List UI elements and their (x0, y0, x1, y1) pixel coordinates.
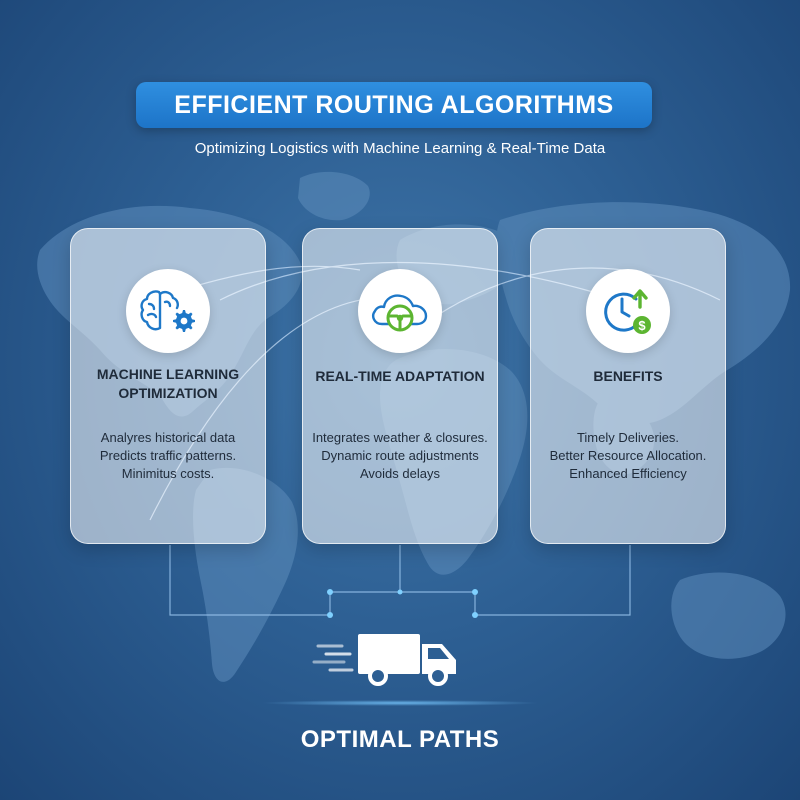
greenland-shape (298, 171, 370, 221)
list-item: Timely Deliveries. (576, 430, 680, 445)
brain-gear-icon (126, 269, 210, 353)
card-description: Integrates weather & closures. Dynamic r… (303, 429, 497, 483)
list-item: Minimitus costs. (121, 466, 215, 481)
card-machine-learning: MACHINE LEARNING OPTIMIZATION Analyres h… (70, 228, 266, 544)
connector-node (397, 589, 403, 595)
list-item: Avoids delays (360, 466, 440, 481)
footer-title: OPTIMAL PATHS (300, 726, 500, 753)
list-item: Better Resource Allocation. (549, 448, 707, 463)
title-banner: EFFICIENT ROUTING ALGORITHMS (136, 82, 652, 128)
delivery-truck-icon (312, 634, 456, 686)
card-heading: REAL-TIME ADAPTATION (315, 368, 485, 384)
connector-node (472, 612, 478, 618)
svg-text:$: $ (638, 318, 646, 333)
connector-node (327, 612, 333, 618)
road-glow (260, 700, 540, 706)
list-item: Integrates weather & closures. (312, 430, 488, 445)
page-title: EFFICIENT ROUTING ALGORITHMS (174, 90, 614, 119)
list-item: Dynamic route adjustments (321, 448, 479, 463)
card-benefits: $ BENEFITS Timely Deliveries. Better Res… (530, 228, 726, 544)
clock-dollar-icon: $ (586, 269, 670, 353)
list-item: Analyres historical data (100, 430, 236, 445)
connector-line (169, 545, 330, 616)
card-heading: BENEFITS (593, 368, 663, 384)
card-description: Analyres historical data Predicts traffi… (71, 429, 265, 483)
page-subtitle: Optimizing Logistics with Machine Learni… (194, 140, 606, 157)
list-item: Predicts traffic patterns. (99, 448, 237, 463)
australia-shape (671, 572, 786, 659)
card-description: Timely Deliveries. Better Resource Alloc… (531, 429, 725, 483)
card-heading: MACHINE LEARNING OPTIMIZATION (96, 366, 240, 401)
connector-line (330, 545, 631, 616)
list-item: Enhanced Efficiency (569, 466, 687, 481)
connector-node (327, 589, 333, 595)
connector-node (472, 589, 478, 595)
card-real-time-adaptation: REAL-TIME ADAPTATION Integrates weather … (302, 228, 498, 544)
cloud-steering-wheel-icon (358, 269, 442, 353)
